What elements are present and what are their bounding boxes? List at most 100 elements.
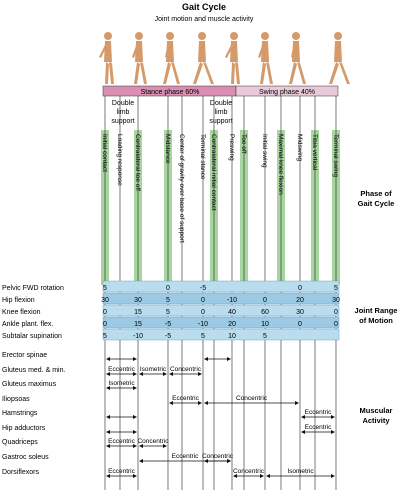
muscle-label: Dorsiflexors xyxy=(2,469,39,476)
svg-text:Double: Double xyxy=(112,100,134,107)
contraction-label: Eccentric xyxy=(108,438,135,445)
diagram-subtitle: Joint motion and muscle activity xyxy=(155,16,254,23)
walking-figure xyxy=(258,32,273,84)
contraction-label: Isometric xyxy=(140,366,167,373)
rom-value: 10 xyxy=(228,333,236,340)
contraction-arrow: Concentric xyxy=(233,468,265,478)
rom-value: 5 xyxy=(166,297,170,304)
muscle-label: Hamstrings xyxy=(2,410,38,417)
rom-value: 5 xyxy=(201,333,205,340)
walking-figure xyxy=(329,32,350,84)
rom-value: 20 xyxy=(296,297,304,304)
rom-value: 0 xyxy=(334,321,338,328)
rom-value: -5 xyxy=(165,333,171,340)
svg-text:Phase of: Phase of xyxy=(360,189,392,198)
rom-row-label: Pelvic FWD rotation xyxy=(2,285,64,292)
contraction-arrow xyxy=(106,415,137,419)
event-label: Tibia vertical xyxy=(311,134,318,171)
rom-value: 20 xyxy=(228,321,236,328)
contraction-label: Concentric xyxy=(202,453,234,460)
muscle-label: Erector spinae xyxy=(2,352,47,359)
event-label: Center of gravity over base of support xyxy=(178,134,185,243)
rom-value: 30 xyxy=(296,309,304,316)
rom-value: 0 xyxy=(103,309,107,316)
contraction-label: Concentric xyxy=(137,438,169,445)
section-label-rom: Joint Range of Motion xyxy=(355,306,398,325)
contraction-arrow: Eccentric xyxy=(301,424,335,434)
svg-text:of Motion: of Motion xyxy=(359,316,393,325)
rom-value: 5 xyxy=(263,333,267,340)
swing-phase-label: Swing phase 40% xyxy=(259,89,315,96)
diagram-title: Gait Cycle xyxy=(182,2,226,12)
muscle-label: Hip adductors xyxy=(2,425,46,432)
svg-text:Double: Double xyxy=(210,100,232,107)
svg-text:Muscular: Muscular xyxy=(360,406,393,415)
contraction-label: Isometric xyxy=(287,468,314,475)
double-limb-support-left: Double limb support xyxy=(111,100,134,125)
rom-value: -5 xyxy=(165,321,171,328)
event-label: Initial contact xyxy=(101,134,108,172)
svg-text:support: support xyxy=(111,118,134,125)
rom-row-label: Knee flexion xyxy=(2,309,41,316)
contraction-label: Eccentric xyxy=(108,366,135,373)
walking-figures xyxy=(99,32,350,84)
swing-phase-bar xyxy=(235,85,339,97)
rom-row-bg xyxy=(102,316,340,329)
event-label: Maximal knee flexion xyxy=(277,134,284,195)
rom-row-label: Hip flexion xyxy=(2,297,35,304)
svg-text:limb: limb xyxy=(215,109,228,116)
muscle-label: Gluteus maximus xyxy=(2,381,57,388)
rom-value: 30 xyxy=(101,297,109,304)
double-limb-support-right: Double limb support xyxy=(209,100,232,125)
walking-figure xyxy=(193,32,214,84)
contraction-label: Concentric xyxy=(233,468,265,475)
event-label: Terminal stance xyxy=(199,134,206,180)
contraction-arrow: Concentric xyxy=(204,395,299,405)
walking-figure xyxy=(163,32,180,84)
contraction-arrow xyxy=(106,357,137,361)
contraction-arrow xyxy=(204,357,231,361)
event-label: Contralateral toe off xyxy=(134,134,141,191)
contraction-label: Concentric xyxy=(236,395,268,402)
contraction-arrow: Eccentric xyxy=(169,395,202,405)
walking-figure xyxy=(99,32,114,84)
rom-value: 30 xyxy=(134,297,142,304)
rom-row-bg xyxy=(102,304,340,317)
rom-value: 15 xyxy=(134,309,142,316)
rom-value: 0 xyxy=(201,309,205,316)
contraction-label: Eccentric xyxy=(172,453,199,460)
section-label-phase: Phase of Gait Cycle xyxy=(358,189,395,208)
rom-value: 0 xyxy=(334,309,338,316)
svg-text:Joint Range: Joint Range xyxy=(355,306,398,315)
rom-value: 40 xyxy=(228,309,236,316)
event-label: Initial swing xyxy=(261,134,268,168)
svg-text:Activity: Activity xyxy=(362,416,390,425)
contraction-arrow xyxy=(106,430,137,434)
event-label: Midswing xyxy=(296,134,303,161)
event-label: Midstance xyxy=(164,134,171,164)
svg-text:Gait Cycle: Gait Cycle xyxy=(358,199,395,208)
muscle-label: Gluteus med. & min. xyxy=(2,367,65,374)
contraction-label: Concentric xyxy=(170,366,202,373)
rom-value: -10 xyxy=(198,321,208,328)
section-label-muscle: Muscular Activity xyxy=(360,406,393,425)
rom-value: 0 xyxy=(263,297,267,304)
contraction-label: Isometric xyxy=(108,380,135,387)
contraction-arrow: Concentric xyxy=(169,366,202,376)
contraction-arrow: Isometric xyxy=(139,366,167,376)
contraction-arrow: Concentric xyxy=(137,438,169,448)
walking-figure xyxy=(289,32,306,84)
phase-bars: Stance phase 60% Swing phase 40% xyxy=(102,85,339,97)
rom-value: 5 xyxy=(103,285,107,292)
event-label: Terminal swing xyxy=(332,134,339,177)
contraction-arrow: Eccentric xyxy=(106,468,137,478)
rom-value: 30 xyxy=(332,297,340,304)
muscle-label: Iliopsoas xyxy=(2,396,30,403)
rom-value: 0 xyxy=(103,321,107,328)
svg-text:limb: limb xyxy=(117,109,130,116)
rom-value: 0 xyxy=(201,297,205,304)
